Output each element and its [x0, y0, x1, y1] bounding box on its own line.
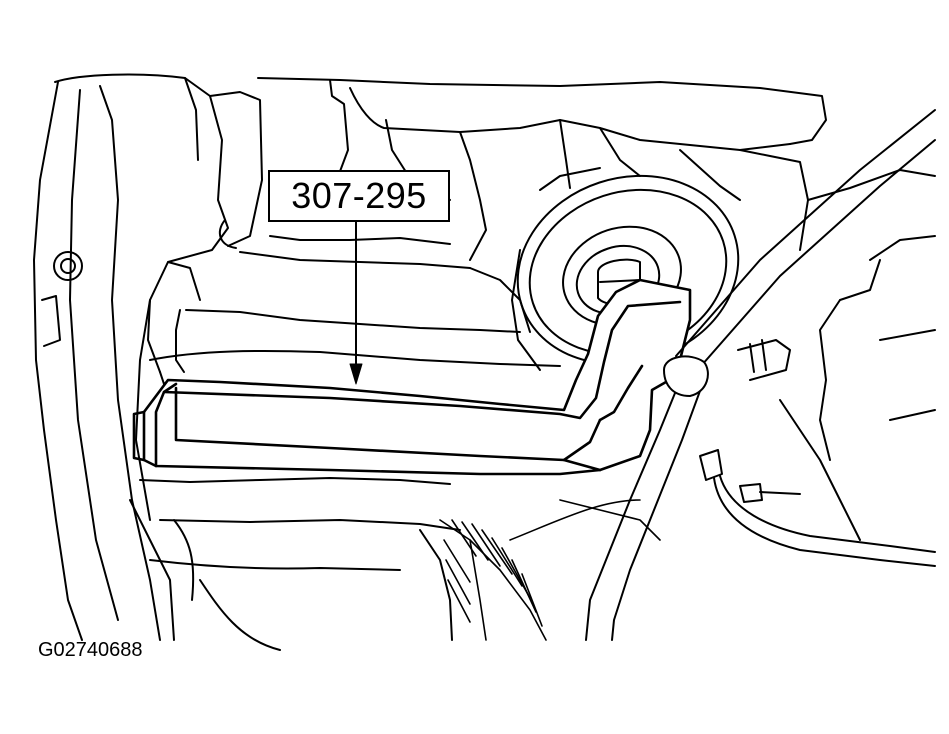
frame-structure — [779, 235, 936, 541]
transmission-housing — [33, 73, 263, 641]
special-tool-bracket — [132, 278, 692, 476]
figure-id-label: G02740688 — [38, 639, 143, 661]
cooling-fan — [439, 499, 661, 641]
tool-number-label: 307-295 — [291, 175, 427, 216]
fluid-line — [585, 109, 936, 641]
transmission-pan — [139, 267, 561, 651]
tool-number-callout: 307-295 — [268, 170, 450, 222]
engine-block-outline — [239, 77, 936, 269]
callout-leader-arrow — [349, 221, 363, 385]
